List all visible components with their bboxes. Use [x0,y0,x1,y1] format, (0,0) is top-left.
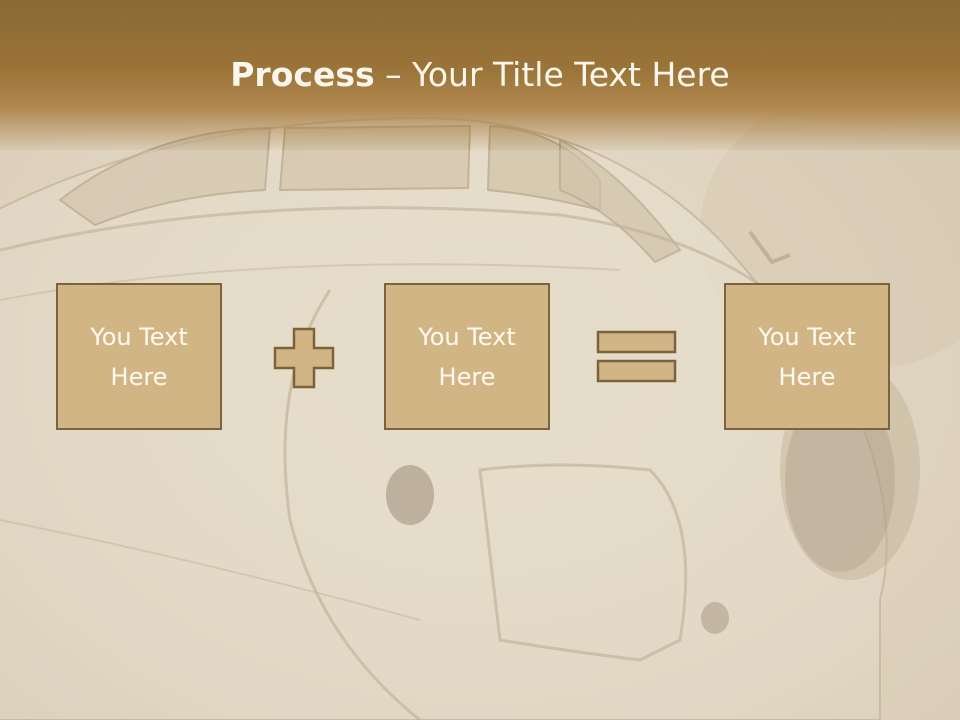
slide-title[interactable]: Process – Your Title Text Here [0,52,960,98]
process-box-2-label: You Text Here [418,322,516,391]
process-box-2[interactable]: You Text Here [384,283,550,430]
plus-icon [273,327,335,389]
process-box-1[interactable]: You Text Here [56,283,222,430]
title-regular-part: – Your Title Text Here [374,55,730,94]
equals-icon [596,330,677,383]
title-bold-part: Process [230,55,375,94]
process-box-3-label: You Text Here [758,322,856,391]
title-band [0,0,960,150]
process-box-3[interactable]: You Text Here [724,283,890,430]
process-box-1-label: You Text Here [90,322,188,391]
